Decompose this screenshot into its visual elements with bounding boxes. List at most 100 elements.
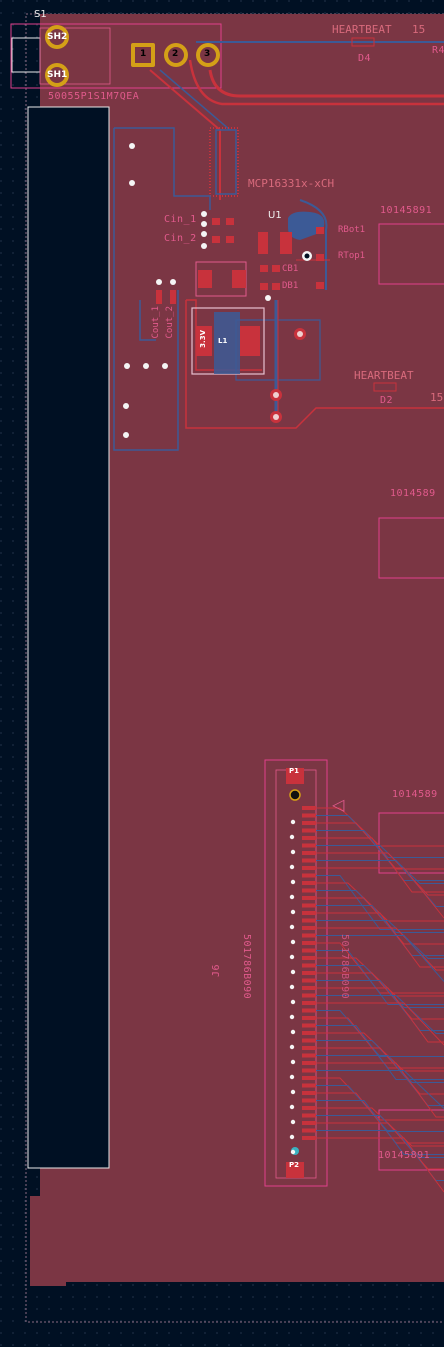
j6-pin [302,881,316,885]
j6-pin [302,1068,316,1073]
j6-trace [316,1130,444,1181]
j6-pin [302,1038,316,1043]
d2-ref: D2 [380,395,394,406]
j6-via [289,924,295,930]
j6-pin [302,1106,316,1110]
j6-pin [302,1121,316,1125]
j6-p1-label: P1 [289,767,300,775]
part-1014-b: 1014589 [390,488,436,499]
num-15-top: 15 [412,23,426,36]
j6-via [289,1074,295,1080]
u1-part-number: MCP16331x-xCH [248,177,335,190]
j6-via [290,849,296,855]
j6-trace [316,830,444,881]
j6-pin [302,1046,316,1050]
j6-trace [316,1025,444,1080]
j6-trace [316,1062,444,1118]
v33-label: 3.3V [199,330,207,348]
j6-pin [302,1091,316,1095]
copper-pour-corner [30,1196,66,1286]
j6-pin [302,866,316,870]
j6-trace [316,942,444,994]
j6-pin [302,1008,316,1013]
j6-trace [316,987,444,1043]
j6-trace [316,1055,444,1106]
d4-ref: D4 [358,53,372,64]
r4-ref: R4 [432,45,444,56]
part-1014-d: 10145891 [378,1150,431,1161]
cout1-ref: Cout_1 [151,306,161,339]
s1-part-number: 50055P1S1M7QEA [48,91,140,102]
j6-trace [316,980,444,1031]
j6-trace [316,875,444,930]
j6-via [290,909,296,915]
j6-via [290,1149,296,1155]
j6-pin [302,836,316,840]
j6-pin [302,971,316,975]
j6-via [289,984,295,990]
j6-pad-p2 [286,1162,304,1178]
j6-via [290,879,296,885]
j6-pin [302,1016,316,1020]
j6-pin [302,993,316,998]
j6-part-number: 501786B090 [241,934,252,1000]
through-hole-vias [270,251,312,423]
j6-pin [302,1061,316,1065]
j6-pin [302,1128,316,1133]
j6-pin [302,963,316,968]
cin1-ref: Cin_1 [164,214,197,225]
l1-label: L1 [218,337,228,345]
j6-via [290,999,296,1005]
pad-1-label: 1 [140,49,147,59]
j6-pin [302,926,316,930]
board-outline [25,13,444,1323]
cin2-ref: Cin_2 [164,233,197,244]
j6-via [290,1089,296,1095]
j6-pin [302,858,316,863]
j6-via [289,1104,295,1110]
j6-pin [302,828,316,833]
j6-pin [302,948,316,953]
u1-ref: U1 [268,210,282,221]
j6-trace [316,935,444,982]
j6-trace [316,1100,444,1155]
j6-via [290,1059,296,1065]
j6-pin [302,918,316,923]
rbot1-ref: RBot1 [338,225,366,235]
j6-pin [302,933,316,938]
j6-pin [302,813,316,818]
j6-pin [302,888,316,893]
j6-pin [302,1083,316,1088]
j6-trace [316,837,444,893]
heartbeat-label-top: HEARTBEAT [332,23,392,36]
j6-part-number-back: 501786B090 [339,934,350,1000]
j6-p2-label: P2 [289,1161,300,1169]
j6-pin [302,978,316,983]
j6-via [289,894,295,900]
smd-pads [156,37,397,392]
s1-pads [45,25,220,87]
j6-pin [302,1001,316,1005]
rtop1-ref: RTop1 [338,251,366,261]
heartbeat-label-mid: HEARTBEAT [354,369,414,382]
j6-pin [302,911,316,915]
j6-via [290,939,296,945]
j6-trace [316,1070,444,1109]
j6-trace [316,995,444,1034]
j6-trace [316,1017,444,1069]
j6-pin [302,1053,316,1058]
cb1-ref: CB1 [282,264,299,274]
j6-via [290,1029,296,1035]
j6-trace [316,905,444,956]
j6-pin [302,986,316,990]
j6-via [290,969,296,975]
sh2-pad-label: SH2 [47,32,68,42]
sh1-pad-label: SH1 [47,70,68,80]
pad-2-label: 2 [172,49,179,59]
j6-pin [302,843,316,848]
j6-pin [302,1076,316,1080]
j6-pin [302,941,316,945]
j6-pin [302,896,316,900]
